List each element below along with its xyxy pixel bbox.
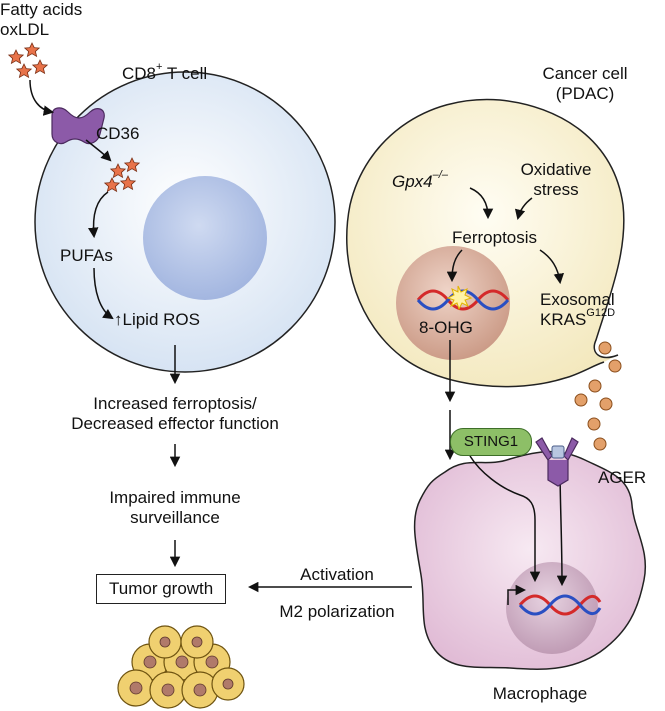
- outcome-surveillance-line1: Impaired immune: [109, 488, 241, 507]
- pufas-label: PUFAs: [60, 246, 113, 265]
- arrow-ferroptosis-to-kras: [539, 249, 565, 285]
- arrow-to-lipid-ros: [93, 267, 114, 320]
- exosomal-kras-label: Exosomal KRASG12D: [540, 290, 615, 330]
- arrow-cd36-to-inside: [85, 139, 112, 162]
- tcell-title: CD8+ T cell: [122, 61, 208, 84]
- tumor-nuclei: [129, 636, 234, 697]
- kras-main: KRAS: [540, 310, 587, 329]
- cancer-cell-title-line1: Cancer cell: [542, 64, 628, 83]
- lipid-stars-inside: [103, 157, 141, 193]
- outcome-ferroptosis-line2: Decreased effector function: [71, 414, 279, 433]
- lipids-label-line2: oxLDL: [0, 20, 50, 39]
- outcome-ferroptosis-line1: Increased ferroptosis/: [93, 394, 257, 413]
- dna-helix-macrophage: [518, 594, 602, 616]
- exosomal-kras-line1: Exosomal: [540, 290, 615, 309]
- oxidation-spark-icon: [446, 285, 473, 311]
- lipid-stars-outside: [7, 42, 49, 79]
- lipids-label: Fatty acids oxLDL: [0, 0, 82, 40]
- arrow-sting-to-nucleus: [469, 455, 541, 583]
- outcome-surveillance-line2: surveillance: [130, 508, 220, 527]
- arrow-lipids-to-cd36: [29, 79, 55, 116]
- kras-sup: G12D: [586, 307, 616, 320]
- activation-label: Activation: [300, 565, 374, 584]
- arrow-to-pufas: [87, 191, 109, 239]
- gpx4-sup: –/–: [432, 169, 448, 182]
- exosome-vesicles: [574, 341, 622, 451]
- cancer-cell-title-line2: (PDAC): [555, 84, 615, 103]
- tcell-title-main: CD8: [122, 64, 157, 83]
- ager-label: AGER: [598, 468, 647, 487]
- ferroptosis-label: Ferroptosis: [452, 228, 538, 247]
- m2-polarization-label: M2 polarization: [279, 602, 395, 621]
- gpx4-main: Gpx4: [392, 172, 433, 191]
- cd36-receptor: [51, 107, 105, 145]
- lipids-label-line1: Fatty acids: [0, 0, 83, 19]
- lipid-ros-label: ↑Lipid ROS: [114, 310, 200, 330]
- 8-ohg-label: 8-OHG: [419, 318, 473, 337]
- arrow-stress-to-ferroptosis: [514, 197, 533, 221]
- oxidative-stress-label: Oxidative stress: [506, 160, 606, 200]
- tcell-title-sup: +: [156, 61, 163, 74]
- sting1-pill: STING1: [450, 428, 532, 456]
- oxidative-stress-line2: stress: [533, 180, 579, 199]
- t-cell-nucleus: [143, 176, 267, 300]
- ager-receptor: [535, 437, 579, 487]
- transcription-start-icon: [507, 584, 527, 605]
- cd36-label: CD36: [96, 124, 140, 143]
- outcome-surveillance: Impaired immune surveillance: [55, 488, 295, 528]
- arrow-ferroptosis-to-dna: [446, 249, 463, 283]
- tcell-title-rest: T cell: [162, 64, 208, 83]
- up-arrow-icon: ↑: [114, 310, 123, 329]
- lipid-ros-text: Lipid ROS: [122, 310, 200, 329]
- tumor-growth-box: Tumor growth: [96, 574, 227, 604]
- macrophage-label: Macrophage: [492, 684, 588, 703]
- oxidative-stress-line1: Oxidative: [520, 160, 592, 179]
- exosomal-kras-line2: KRASG12D: [540, 307, 616, 330]
- outcome-ferroptosis: Increased ferroptosis/ Decreased effecto…: [45, 394, 305, 434]
- cancer-cell-title: Cancer cell (PDAC): [530, 64, 640, 104]
- gpx4-label: Gpx4–/–: [392, 169, 448, 192]
- arrow-gpx4-to-ferroptosis: [469, 187, 494, 220]
